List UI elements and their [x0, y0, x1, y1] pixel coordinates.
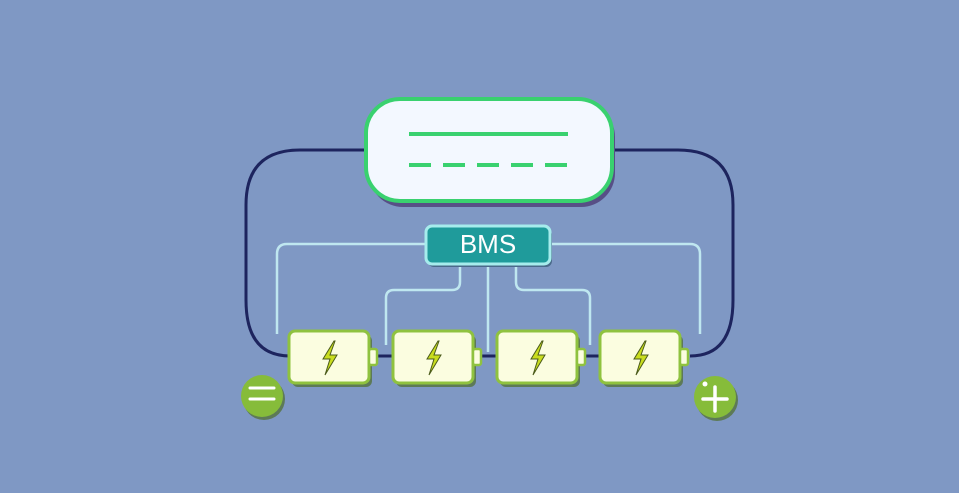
positive-terminal	[694, 376, 738, 421]
lightning-bolt-icon	[633, 340, 649, 376]
lightning-bolt-icon	[530, 340, 546, 376]
lightning-bolt-icon	[426, 340, 442, 376]
battery-cell	[495, 329, 587, 387]
battery-cell	[598, 329, 690, 387]
lightning-bolt-icon	[322, 340, 338, 376]
minus-icon	[248, 386, 276, 401]
battery-cell	[287, 329, 379, 387]
bms-box: BMS	[424, 224, 552, 267]
bms-label: BMS	[460, 229, 516, 259]
sense-wires	[275, 242, 702, 352]
load-display-box	[364, 97, 615, 207]
main-circuit-wire	[244, 148, 735, 358]
negative-terminal	[241, 375, 285, 420]
plus-icon	[701, 385, 729, 413]
battery-cell	[391, 329, 483, 387]
